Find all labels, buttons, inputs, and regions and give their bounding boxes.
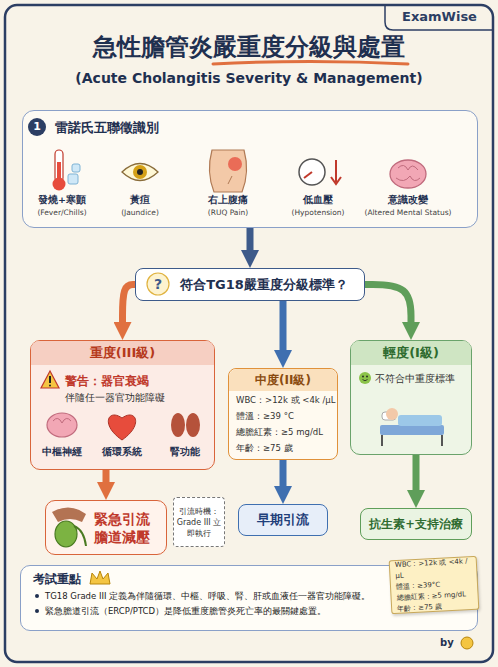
- author-logo: [461, 637, 473, 649]
- box-text: 警告：器官衰竭: [65, 373, 206, 389]
- heart-icon: [108, 415, 135, 440]
- box-text: 緊急膽道引流（ERCP/PTCD）是降低重度膽管炎死亡率的最關鍵處置。: [45, 605, 382, 617]
- frame: [5, 5, 493, 662]
- box-text: WBC：>12k 或 <4k /μL: [236, 394, 337, 407]
- box-heading: 重度(III級): [31, 341, 214, 365]
- note-box: 引流時機： Grade III 立即執行: [173, 497, 225, 547]
- thermometer-icon: [53, 150, 81, 191]
- box-text: 年齡：≥75 歲: [236, 442, 337, 455]
- action-box: 抗生素+支持治療: [360, 508, 472, 540]
- section-box: 雷諾氏五聯徵識別: [22, 110, 478, 228]
- box-heading: 引流時機： Grade III 立即執行: [174, 506, 224, 539]
- box-text: TG18 Grade III 定義為伴隨循環、中樞、呼吸、腎、肝或血液任一器官功…: [45, 590, 382, 602]
- flow-arrow: [365, 285, 411, 323]
- warning-icon: [41, 371, 59, 388]
- question-icon: [147, 273, 169, 295]
- box-text: 總膽紅素：≥5 mg/dL: [391, 588, 477, 603]
- action-box: 緊急引流 膽道減壓: [45, 500, 167, 555]
- box-heading: 符合TG18嚴重度分級標準？: [136, 276, 364, 294]
- brand-tab: [385, 5, 493, 30]
- box-text: 體溫：≥39 °C: [236, 410, 337, 423]
- flow-arrow: [280, 301, 287, 350]
- eye-icon: [122, 164, 158, 181]
- title-underline: [213, 62, 408, 65]
- decision-box: 符合TG18嚴重度分級標準？: [135, 268, 365, 301]
- patient-bed-icon: [380, 408, 444, 446]
- box-heading: 早期引流: [239, 511, 327, 529]
- severity-box: 中度(II級) WBC：>12k 或 <4k /μL 體溫：≥39 °C 總膽紅素：≥…: [228, 368, 338, 460]
- step-badge: [28, 118, 46, 136]
- flow-arrow: [123, 285, 136, 323]
- smile-icon: [359, 372, 371, 384]
- brain-icon: [390, 160, 426, 188]
- flow-arrow: [247, 228, 254, 250]
- flow-arrow: [413, 455, 420, 490]
- severity-box: 重度(III級) 警告：器官衰竭伴隨任一器官功能障礙: [30, 340, 215, 470]
- box-heading: 抗生素+支持治療: [361, 516, 471, 532]
- box-text: 伴隨任一器官功能障礙: [65, 391, 206, 405]
- flow-arrow: [280, 460, 287, 486]
- brain-icon: [47, 413, 77, 437]
- page-title: 急性膽管炎嚴重度分級與處置: [93, 32, 405, 62]
- brand-name: ExamWise: [402, 9, 477, 24]
- kidney-icon: [171, 413, 200, 437]
- box-text: 不符合中重度標準: [375, 371, 465, 387]
- box-heading: 緊急引流 膽道減壓: [46, 510, 166, 546]
- action-box: 早期引流: [238, 504, 328, 536]
- box-heading: 雷諾氏五聯徵識別: [55, 119, 477, 137]
- subtitle: (Acute Cholangitis Severity & Management…: [75, 70, 422, 86]
- crown-icon: [90, 571, 110, 584]
- box-text: 總膽紅素：≥5 mg/dL: [236, 426, 337, 439]
- box-heading: 輕度(I級): [351, 341, 471, 365]
- box-heading: WBC：>12k 或 <4k /μL: [390, 555, 477, 581]
- severity-box: 輕度(I級) 不符合中重度標準: [350, 340, 472, 455]
- box-heading: 中度(II級): [229, 369, 337, 391]
- author-credit: by: [440, 637, 454, 649]
- flow-arrow: [103, 470, 110, 482]
- sticky-note: WBC：>12k 或 <4k /μL體溫：≥39°C總膽紅素：≥5 mg/dL年…: [389, 556, 480, 615]
- abdomen-icon: [209, 150, 246, 192]
- gallbladder-icon: [52, 507, 86, 547]
- blood-pressure-icon: [299, 159, 341, 185]
